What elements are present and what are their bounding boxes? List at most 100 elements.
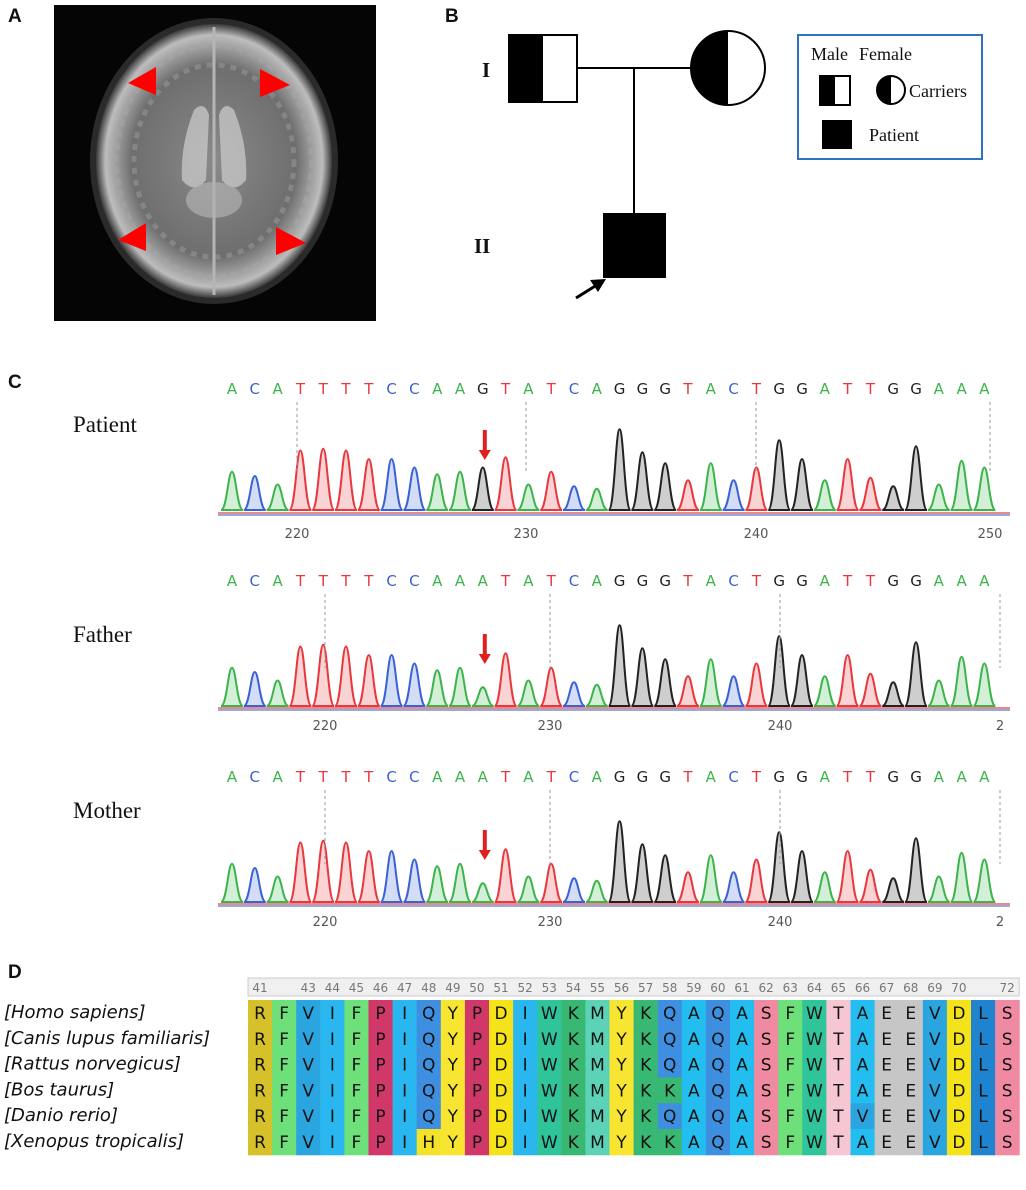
position-number: 61 — [734, 981, 749, 995]
trace-peak-G — [904, 641, 928, 707]
residue-letter: Y — [615, 1004, 627, 1024]
residue-cell — [995, 1077, 1020, 1104]
residue-letter: D — [495, 1081, 508, 1101]
trace-peak-A — [516, 875, 540, 903]
residue-cell — [754, 1051, 779, 1078]
residue-cell — [826, 1051, 851, 1078]
residue-cell — [850, 1051, 876, 1078]
legend-female-label: Female — [859, 44, 912, 64]
trace-peak-T — [744, 858, 769, 903]
residue-letter: V — [929, 1004, 941, 1024]
residue-cell — [513, 1000, 538, 1027]
position-number: 43 — [301, 981, 316, 995]
trace-peak-C — [243, 474, 267, 511]
residue-letter: D — [952, 1081, 965, 1101]
residue-cell — [754, 1103, 779, 1130]
trace-peak-T — [288, 449, 313, 511]
position-number: 47 — [397, 981, 412, 995]
residue-letter: A — [688, 1056, 700, 1076]
panel-label-b: B — [445, 6, 459, 27]
residue-letter: W — [806, 1056, 823, 1076]
residue-letter: F — [352, 1004, 362, 1024]
residue-cell — [898, 1051, 924, 1078]
residue-letter: P — [472, 1081, 482, 1101]
residue-cell — [946, 1025, 972, 1053]
trace-peak-G — [630, 647, 655, 707]
red-arrowhead-icon — [260, 69, 290, 97]
base-call: A — [272, 380, 283, 398]
trace-peak-G — [767, 635, 792, 707]
residue-letter: R — [254, 1004, 266, 1024]
residue-letter: I — [402, 1056, 407, 1076]
trace-peak-T — [311, 447, 336, 511]
residue-letter: P — [472, 1107, 482, 1127]
trace-peak-C — [722, 871, 746, 903]
base-call: G — [887, 380, 899, 398]
base-call: T — [842, 572, 853, 590]
base-call: C — [728, 380, 738, 398]
residue-letter: Q — [711, 1030, 724, 1050]
residue-letter: I — [330, 1081, 335, 1101]
residue-cell — [368, 1103, 394, 1130]
base-call: G — [637, 572, 649, 590]
residue-cell — [754, 1000, 779, 1027]
trace-peak-A — [448, 862, 472, 903]
base-call: A — [272, 572, 283, 590]
residue-cell — [537, 1077, 562, 1104]
trace-peak-T — [311, 839, 336, 903]
residue-letter: E — [881, 1004, 892, 1024]
residue-letter: A — [857, 1133, 869, 1153]
trace-peak-T — [858, 672, 882, 707]
residue-letter: V — [929, 1107, 941, 1127]
position-number: 69 — [927, 981, 942, 995]
residue-cell — [561, 1051, 586, 1078]
base-call: C — [386, 768, 396, 786]
residue-letter: Y — [615, 1133, 627, 1153]
residue-cell — [489, 1051, 514, 1078]
position-number: 56 — [614, 981, 629, 995]
trace-peak-C — [562, 485, 586, 511]
trace-peak-T — [539, 666, 564, 707]
trace-peak-A — [927, 483, 951, 511]
residue-cell — [971, 1103, 996, 1130]
residue-cell — [633, 1129, 659, 1156]
residue-cell — [464, 1025, 490, 1053]
residue-letter: A — [857, 1030, 869, 1050]
base-call: T — [865, 572, 876, 590]
residue-cell — [392, 1077, 418, 1104]
trace-peak-T — [676, 479, 700, 511]
position-number: 51 — [493, 981, 508, 995]
residue-letter: K — [664, 1133, 676, 1153]
trace-peak-A — [972, 466, 997, 511]
position-number: 46 — [373, 981, 388, 995]
position-tick-label: 250 — [978, 527, 1003, 542]
residue-letter: L — [978, 1056, 988, 1076]
residue-letter: K — [640, 1107, 652, 1127]
panel-label-d: D — [8, 962, 22, 983]
residue-letter: K — [640, 1030, 652, 1050]
position-tick-label: 220 — [313, 915, 338, 930]
base-call: G — [796, 572, 808, 590]
residue-letter: Y — [615, 1107, 627, 1127]
trace-peak-G — [607, 428, 632, 511]
base-call: G — [887, 768, 899, 786]
residue-cell — [368, 1051, 394, 1078]
trace-peak-T — [835, 457, 860, 511]
residue-letter: Y — [447, 1056, 459, 1076]
base-call: A — [592, 380, 603, 398]
residue-cell — [778, 1051, 803, 1078]
residue-cell — [778, 1000, 803, 1027]
residue-cell — [850, 1077, 876, 1104]
base-call: T — [682, 380, 693, 398]
base-call: A — [432, 768, 443, 786]
residue-letter: P — [375, 1107, 385, 1127]
base-call: T — [751, 572, 762, 590]
residue-letter: E — [905, 1081, 916, 1101]
legend-symbols — [819, 75, 906, 149]
residue-cell — [561, 1103, 586, 1130]
residue-letter: E — [881, 1107, 892, 1127]
species-name: [Rattus norvegicus] — [4, 1054, 181, 1075]
residue-cell — [946, 1103, 972, 1130]
base-call: G — [773, 768, 785, 786]
residue-cell — [585, 1103, 610, 1130]
